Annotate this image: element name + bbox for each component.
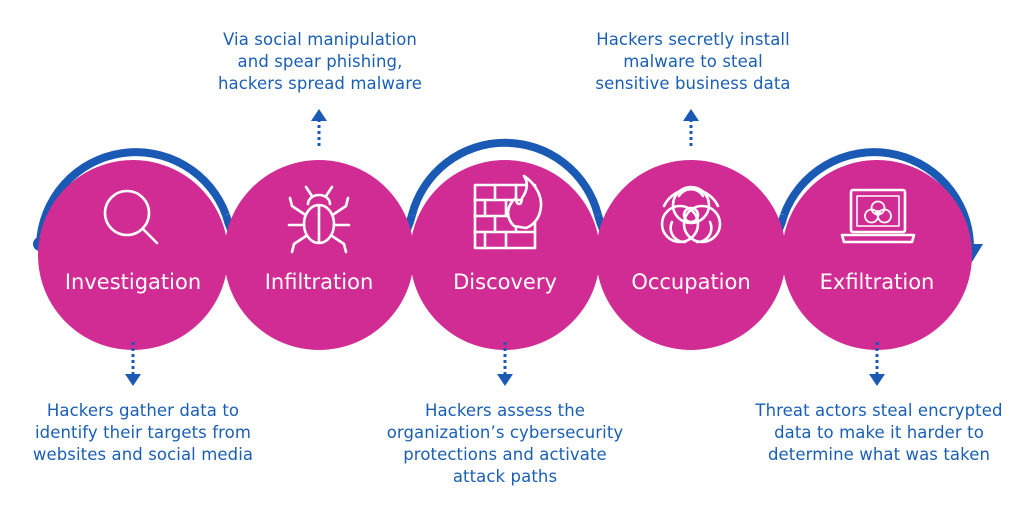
description-line: organization’s cybersecurity xyxy=(386,423,624,442)
stage-label-occupation: Occupation xyxy=(631,270,751,294)
stage-label-infiltration: Infiltration xyxy=(264,270,374,294)
description-line: identify their targets from xyxy=(34,423,252,442)
description-line: and spear phishing, xyxy=(237,52,403,71)
arrow-up-icon xyxy=(311,109,327,121)
laptop-biohazard-icon xyxy=(840,188,916,244)
description-line: Threat actors steal encrypted xyxy=(755,401,1003,420)
description-line: sensitive business data xyxy=(595,74,791,93)
description-line: malware to steal xyxy=(623,52,763,71)
stage-label-exfiltration: Exfiltration xyxy=(819,270,935,294)
stage-label-investigation: Investigation xyxy=(64,270,202,294)
arrow-down-icon xyxy=(497,374,513,386)
arrow-down-icon xyxy=(869,374,885,386)
stage-circle-exfiltration xyxy=(782,160,972,350)
ring-segment-1 xyxy=(36,148,230,245)
bug-icon xyxy=(287,185,351,254)
biohazard-icon xyxy=(660,185,722,244)
description-line: Hackers assess the xyxy=(424,401,586,420)
arrow-up-icon xyxy=(683,109,699,121)
connectors xyxy=(131,121,879,374)
description-occupation: Hackers secretly install malware to stea… xyxy=(543,29,843,95)
description-line: Via social manipulation xyxy=(223,30,417,49)
arrow-down-icon xyxy=(125,374,141,386)
description-line: data to make it harder to xyxy=(774,423,984,442)
description-line: websites and social media xyxy=(32,445,254,464)
description-line: determine what was taken xyxy=(767,445,991,464)
stage-circles xyxy=(38,160,972,350)
description-investigation: Hackers gather data to identify their ta… xyxy=(0,400,293,466)
ring-segment-3 xyxy=(408,138,602,216)
magnifier-icon xyxy=(103,189,159,245)
stage-circle-discovery xyxy=(410,160,600,350)
stage-circle-occupation xyxy=(596,160,786,350)
description-line: Hackers secretly install xyxy=(596,30,790,49)
connector-arrowheads xyxy=(125,109,885,386)
description-exfiltration: Threat actors steal encrypted data to ma… xyxy=(720,400,1024,466)
description-line: protections and activate xyxy=(403,445,607,464)
stage-circle-investigation xyxy=(38,160,228,350)
ring-segment-5 xyxy=(780,148,974,245)
description-line: attack paths xyxy=(452,467,558,486)
description-line: hackers spread malware xyxy=(217,74,422,93)
description-discovery: Hackers assess the organization’s cybers… xyxy=(355,400,655,488)
stage-label-discovery: Discovery xyxy=(453,270,557,294)
description-line: Hackers gather data to xyxy=(46,401,240,420)
stage-circle-infiltration xyxy=(224,160,414,350)
firewall-icon xyxy=(473,174,543,250)
description-infiltration: Via social manipulation and spear phishi… xyxy=(170,29,470,95)
